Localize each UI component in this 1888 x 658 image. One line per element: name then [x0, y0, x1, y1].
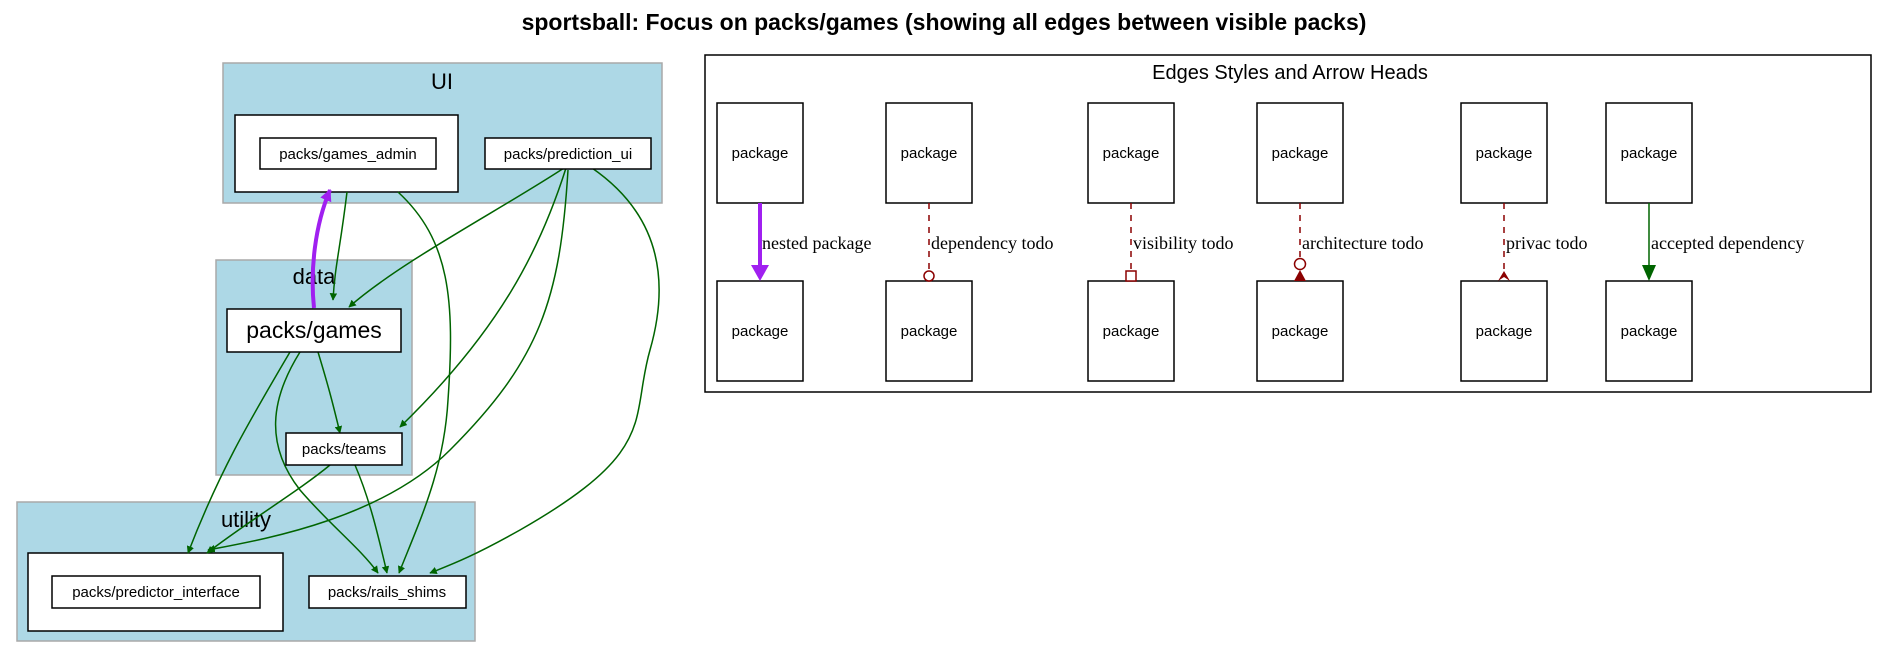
- legend-package-label: package: [732, 323, 789, 340]
- legend-edge-label: privac todo: [1506, 233, 1587, 253]
- legend-package-box: [1460, 102, 1548, 204]
- legend-item-3: package package architecture todo: [1256, 102, 1423, 382]
- legend-arrow-head: [923, 270, 935, 282]
- edge-teams-to-rails-shims: [354, 464, 390, 574]
- legend-package-box: [885, 102, 973, 204]
- edge-games-to-teams: [317, 351, 343, 434]
- legend-package-label: package: [1103, 145, 1160, 162]
- legend-item-2: package package visibility todo: [1087, 102, 1234, 382]
- legend-edge-label: nested package: [762, 233, 871, 253]
- edge-games-admin-to-games: [329, 191, 348, 301]
- legend-package-label: package: [1272, 145, 1329, 162]
- node-rails-shims-label: packs/rails_shims: [328, 584, 446, 601]
- edge-prediction-ui-to-rails-shims: [429, 167, 660, 574]
- legend-package-label: package: [1621, 323, 1678, 340]
- legend-package-label: package: [1621, 145, 1678, 162]
- node-games-admin: packs/games_admin: [259, 137, 437, 170]
- legend-package-label: package: [901, 323, 958, 340]
- legend-arrow-head: [1498, 271, 1510, 281]
- cluster-utility-label: utility: [221, 507, 271, 532]
- legend-package-box: [716, 102, 804, 204]
- legend-package-label: package: [1272, 323, 1329, 340]
- edge-prediction-ui-to-teams: [399, 167, 567, 428]
- legend-package-label: package: [901, 145, 958, 162]
- node-prediction-ui-label: packs/prediction_ui: [504, 146, 632, 163]
- node-games-label: packs/games: [246, 317, 382, 343]
- legend-item-4: package package privac todo: [1460, 102, 1587, 382]
- edge-prediction-ui-to-predictor-interface: [207, 169, 569, 553]
- node-teams: packs/teams: [285, 432, 403, 466]
- legend-arrow-head: [1125, 270, 1137, 282]
- legend-package-label: package: [1103, 323, 1160, 340]
- node-rails-shims: packs/rails_shims: [308, 575, 467, 609]
- legend-package-box: [1605, 280, 1693, 382]
- node-teams-label: packs/teams: [302, 441, 386, 458]
- legend-arrow-head: [1293, 257, 1307, 281]
- edge-games-nested-in-games-admin: [310, 188, 332, 309]
- legend-item-0: package package nested package: [716, 102, 871, 382]
- legend-title: Edges Styles and Arrow Heads: [1152, 62, 1428, 84]
- legend-package-box: [1460, 280, 1548, 382]
- legend-package-box: [1087, 280, 1175, 382]
- edge-games-to-predictor-interface: [186, 351, 291, 554]
- edge-prediction-ui-to-games: [348, 167, 565, 308]
- cluster-ui-label: UI: [431, 69, 453, 94]
- legend-edge-label: architecture todo: [1302, 233, 1423, 253]
- node-prediction-ui: packs/prediction_ui: [484, 137, 652, 170]
- edge-games-admin-to-rails-shims: [397, 191, 452, 574]
- legend-edge-label: dependency todo: [931, 233, 1053, 253]
- edge-games-to-rails-shims: [274, 351, 379, 574]
- node-games: packs/games: [226, 308, 402, 353]
- legend-package-label: package: [732, 145, 789, 162]
- legend-arrow-head: [751, 265, 769, 281]
- legend-package-label: package: [1476, 145, 1533, 162]
- node-predictor-interface: packs/predictor_interface: [51, 575, 261, 609]
- diagram-title: sportsball: Focus on packs/games (showin…: [522, 9, 1367, 35]
- node-games-admin-label: packs/games_admin: [279, 146, 417, 163]
- legend-package-box: [1087, 102, 1175, 204]
- legend-arrow-head: [1642, 265, 1656, 281]
- legend-package-label: package: [1476, 323, 1533, 340]
- legend-item-5: package package accepted dependency: [1605, 102, 1804, 382]
- legend: Edges Styles and Arrow Heads packagepack…: [704, 54, 1872, 393]
- legend-package-box: [885, 280, 973, 382]
- legend-edge-label: visibility todo: [1133, 233, 1234, 253]
- edges-main: [186, 167, 660, 574]
- legend-edge-label: accepted dependency: [1651, 233, 1804, 253]
- node-predictor-interface-label: packs/predictor_interface: [72, 584, 240, 601]
- legend-package-box: [1605, 102, 1693, 204]
- edge-teams-to-predictor-interface: [206, 464, 331, 554]
- legend-package-box: [716, 280, 804, 382]
- legend-item-1: package package dependency todo: [885, 102, 1053, 382]
